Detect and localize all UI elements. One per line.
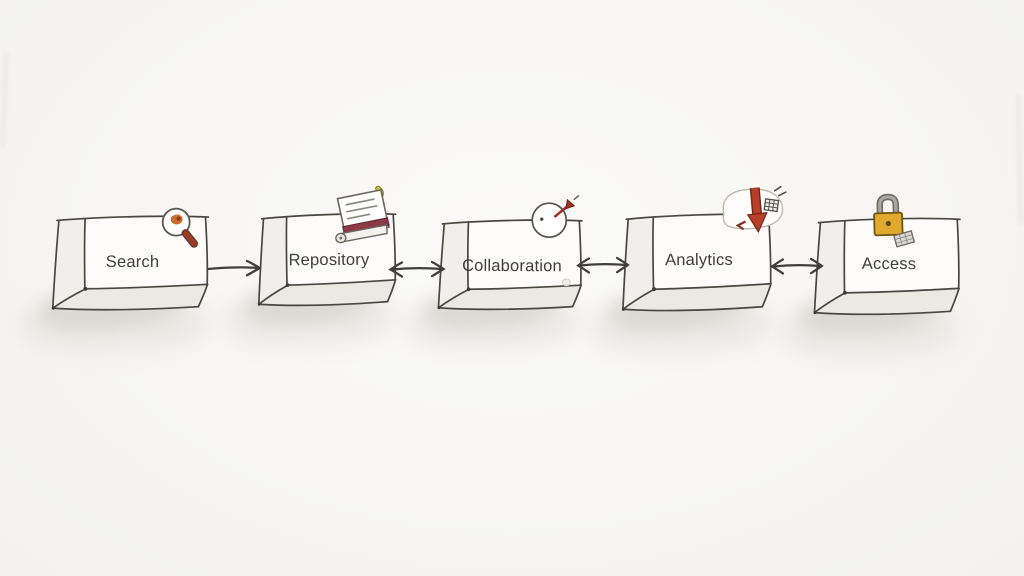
- node-access[interactable]: Access: [783, 193, 967, 357]
- node-analytics[interactable]: Analytics: [591, 185, 787, 354]
- node-collaboration[interactable]: Collaboration: [407, 195, 589, 349]
- arrow-collaboration-analytics-bidirectional: [577, 256, 629, 274]
- sketch-streak-right: [1016, 94, 1023, 226]
- arrow-search-to-repository: [206, 259, 261, 277]
- downward-trend-arrow-icon: [722, 185, 787, 234]
- node-repository[interactable]: Repository: [227, 185, 403, 346]
- pinned-balloon-icon: [531, 195, 580, 239]
- padlock-icon: [873, 193, 916, 248]
- node-label: Collaboration: [462, 256, 562, 275]
- keycard-icon: [893, 230, 916, 248]
- arrow-analytics-access-bidirectional: [771, 257, 823, 275]
- sketch-box: [436, 218, 583, 311]
- scroll-document-icon: [335, 185, 390, 244]
- sketch-streak-left: [1, 51, 8, 148]
- arrow-repository-collaboration-bidirectional: [389, 260, 445, 278]
- magnifying-glass-icon: [161, 207, 199, 248]
- node-search[interactable]: Search: [21, 207, 215, 351]
